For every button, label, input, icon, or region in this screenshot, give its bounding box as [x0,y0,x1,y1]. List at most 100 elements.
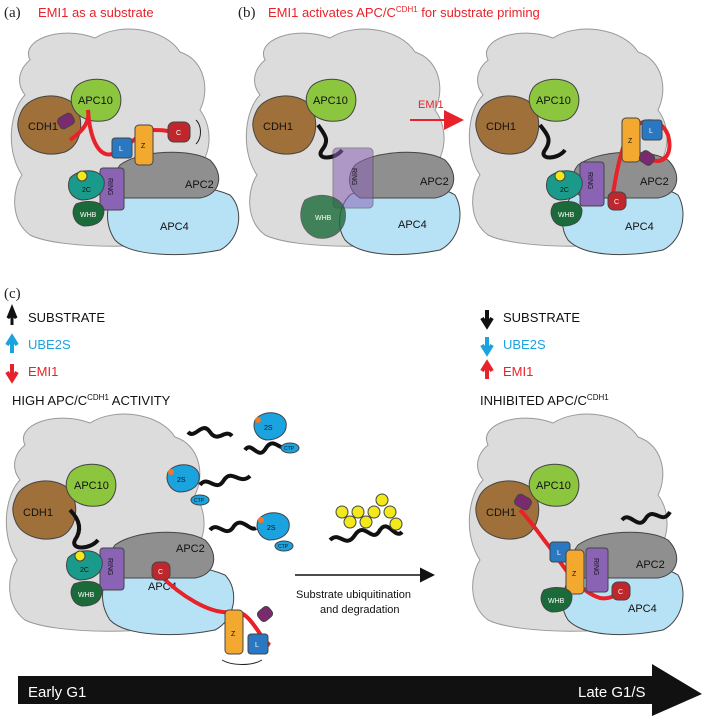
c-label-a: C [176,130,181,137]
two-c-label-c1: 2C [80,567,89,574]
two-c-label-a: 2C [82,187,91,194]
apc4-label-b1: APC4 [398,219,427,231]
whb-b1 [300,194,346,239]
z-label-b2: Z [628,138,633,145]
apc4-label-c2: APC4 [628,603,657,615]
z-box-b2 [621,117,641,163]
svg-text:2S: 2S [264,425,273,432]
svg-text:CTP: CTP [284,446,295,452]
l-box-c1 [247,633,269,655]
whb-label-b2: WHB [558,212,575,219]
apc2-label-c2: APC2 [636,559,665,571]
panel-b-title: EMI1 activates APC/CCDH1 for substrate p… [268,5,540,20]
whb-a [72,201,105,227]
ube2s-3: 2S CTP [256,512,294,552]
free-substrate [243,441,288,455]
apc10-c1 [65,463,117,507]
cdh1-label-a: CDH1 [28,121,58,133]
up-arrow-icon [6,303,18,325]
c-box-c1 [151,561,171,581]
cdh1-c1 [12,480,77,540]
l-box-b2 [641,119,663,141]
c-label-b2: C [614,199,619,206]
whb-label-a: WHB [80,212,97,219]
apc10-a [70,78,122,122]
apc-complex-c1: APC4 APC2 CDH1 APC10 RING 2C WHB C Z L [5,413,274,665]
l-label-a: L [119,146,123,153]
ring-label-b2: RING [586,172,593,190]
legend-right-activity: INHIBITED APC/CCDH1 [480,393,609,408]
c-label-c1: C [158,569,163,576]
legend-right-emi1: EMI1 [503,364,533,379]
cdh1-b2 [475,95,540,155]
z-box-c2 [565,549,585,595]
ring-c2 [585,547,609,593]
legend-left-ube2s: UBE2S [28,337,71,352]
svg-text:CTP: CTP [194,498,205,504]
panel-a-title: EMI1 as a substrate [38,5,154,20]
cdh1-label-b2: CDH1 [486,121,516,133]
free-molecules: 2S CTP 2S CTP 2S CTP [166,412,300,552]
process-label-line1: Substrate ubiquitination [296,589,411,601]
ring-b1 [332,147,374,209]
d-box-c2 [514,493,532,511]
cdh1-a [17,95,82,155]
ring-label-a: RING [106,178,113,196]
l-box-a [111,137,133,159]
apc10-label-c2: APC10 [536,480,571,492]
l-label-b2: L [649,128,653,135]
emi1-arrow-label: EMI1 [418,99,444,111]
apc10-b1 [305,78,357,122]
whb-c2 [540,587,573,613]
apc-complex-c2: APC4 APC2 CDH1 APC10 L Z RING WHB C [468,413,684,636]
l-label-c2: L [557,550,561,557]
c-box-c2 [611,581,631,601]
svg-text:2S: 2S [177,477,186,484]
c-box-a [167,121,191,143]
two-c-label-b2: 2C [560,187,569,194]
apc2-label-b2: APC2 [640,176,669,188]
ub-dot-a [76,170,88,182]
timeline-end: Late G1/S [578,684,646,701]
substrate-c1 [68,508,100,550]
c-label-c2: C [618,589,623,596]
panel-b-label: (b) [238,5,256,21]
apc10-label-b1: APC10 [313,95,348,107]
whb-label-b1: WHB [315,215,332,222]
apc10-label-b2: APC10 [536,95,571,107]
free-substrate [198,473,252,488]
cdh1-label-b1: CDH1 [263,121,293,133]
ring-label-c2: RING [592,558,599,576]
whb-b2 [550,201,583,227]
d-box-a [57,112,75,130]
ring-label-b1: RING [350,168,357,186]
cdh1-label-c2: CDH1 [486,507,516,519]
d-box-c1 [256,606,274,622]
legend-right-substrate: SUBSTRATE [503,310,580,325]
svg-text:CTP: CTP [278,544,289,550]
ube2s-2: 2S CTP [166,464,210,506]
apc10-c2 [528,463,580,507]
free-substrate-c2 [620,510,672,525]
z-label-c2: Z [572,571,577,578]
apc10-b2 [528,78,580,122]
down-arrow-icon [480,310,494,330]
legend-left-emi1: EMI1 [28,364,58,379]
ring-label-c1: RING [106,558,113,576]
c-box-b2 [607,191,627,211]
apc10-label-a: APC10 [78,95,113,107]
ubiquitinated-substrate [328,493,404,543]
timeline-start: Early G1 [28,684,86,701]
free-substrate [208,520,258,534]
cdh1-label-c1: CDH1 [23,507,53,519]
down-arrow-icon [5,364,19,384]
l-label-c1: L [255,642,259,649]
legend-right: SUBSTRATE UBE2S EMI1 INHIBITED APC/CCDH1 [480,310,609,408]
free-substrate [186,426,234,439]
process-label-line2: and degradation [320,604,400,616]
apc2-label-a: APC2 [185,179,214,191]
legend-right-ube2s: UBE2S [503,337,546,352]
cdh1-b1 [252,95,317,155]
ub-dot-c1 [74,550,86,562]
